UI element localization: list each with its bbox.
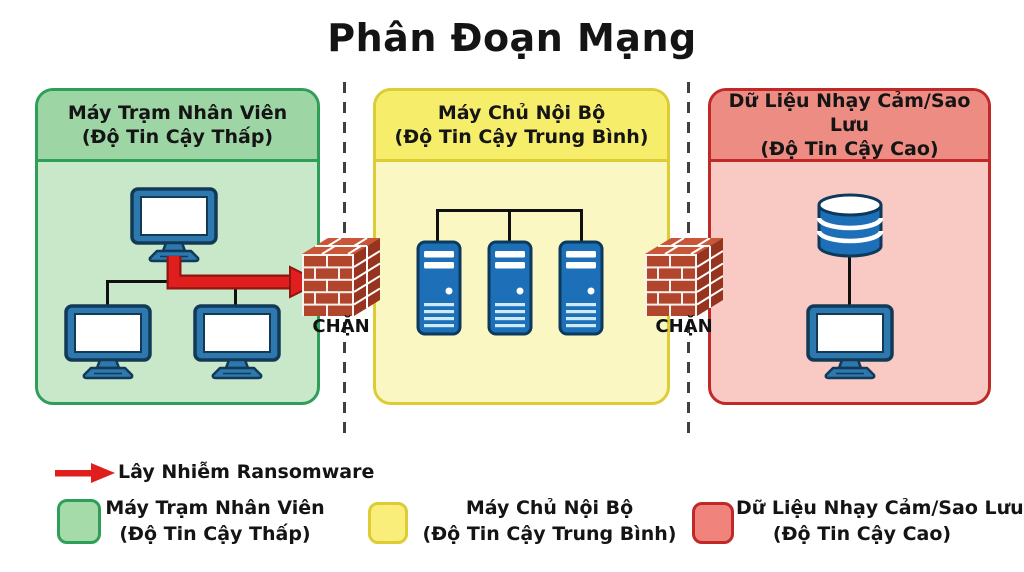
ransomware-arrow-icon — [166, 256, 323, 299]
page-title: Phân Đoạn Mạng — [327, 16, 697, 60]
zone-internal-servers-title-line2: (Độ Tin Cậy Trung Bình) — [394, 126, 649, 148]
legend-label-servers-line2: (Độ Tin Cậy Trung Bình) — [422, 523, 677, 545]
legend-label-servers: Máy Chủ Nội Bộ (Độ Tin Cậy Trung Bình) — [412, 495, 687, 547]
legend-label-sensitive-data-line2: (Độ Tin Cậy Cao) — [772, 523, 952, 545]
computer-icon — [806, 304, 894, 380]
zone-workstations-title-line2: (Độ Tin Cậy Thấp) — [81, 126, 274, 148]
zone-internal-servers-title-line1: Máy Chủ Nội Bộ — [437, 102, 606, 124]
server-icon — [487, 240, 533, 336]
connector-line — [106, 280, 109, 310]
computer-icon — [64, 304, 152, 380]
computer-icon — [193, 304, 281, 380]
connector-line — [508, 209, 511, 243]
legend-label-sensitive-data: Dữ Liệu Nhạy Cảm/Sao Lưu (Độ Tin Cậy Cao… — [736, 495, 1024, 547]
legend-label-sensitive-data-line1: Dữ Liệu Nhạy Cảm/Sao Lưu — [736, 497, 1024, 519]
server-icon — [416, 240, 462, 336]
connector-line — [234, 280, 237, 310]
legend-label-servers-line1: Máy Chủ Nội Bộ — [465, 497, 634, 519]
connector-line — [436, 209, 439, 243]
firewall-block-label-1: CHẶN — [312, 316, 370, 337]
legend-swatch-servers — [368, 502, 408, 544]
database-icon — [816, 193, 884, 258]
legend-swatch-sensitive-data — [692, 502, 734, 544]
legend-arrow-icon — [55, 463, 115, 483]
legend-label-workstations: Máy Trạm Nhân Viên (Độ Tin Cậy Thấp) — [100, 495, 330, 547]
zone-workstations-header: Máy Trạm Nhân Viên (Độ Tin Cậy Thấp) — [38, 91, 317, 162]
firewall-icon — [302, 238, 380, 316]
connector-line — [848, 256, 851, 308]
firewall-icon — [645, 238, 723, 316]
zone-sensitive-data-title-line2: (Độ Tin Cậy Cao) — [760, 138, 939, 160]
zone-workstations-title-line1: Máy Trạm Nhân Viên — [67, 102, 288, 124]
server-icon — [558, 240, 604, 336]
legend-arrow-label: Lây Nhiễm Ransomware — [118, 461, 375, 483]
zone-internal-servers-header: Máy Chủ Nội Bộ (Độ Tin Cậy Trung Bình) — [376, 91, 667, 162]
computer-icon — [130, 187, 218, 263]
zone-sensitive-data-header: Dữ Liệu Nhạy Cảm/Sao Lưu (Độ Tin Cậy Cao… — [711, 91, 988, 162]
zone-sensitive-data-title-line1: Dữ Liệu Nhạy Cảm/Sao Lưu — [728, 90, 971, 136]
connector-line — [580, 209, 583, 243]
legend-label-workstations-line1: Máy Trạm Nhân Viên — [105, 497, 325, 519]
legend-swatch-workstations — [57, 499, 101, 544]
legend-label-workstations-line2: (Độ Tin Cậy Thấp) — [119, 523, 311, 545]
firewall-block-label-2: CHẶN — [655, 316, 713, 337]
